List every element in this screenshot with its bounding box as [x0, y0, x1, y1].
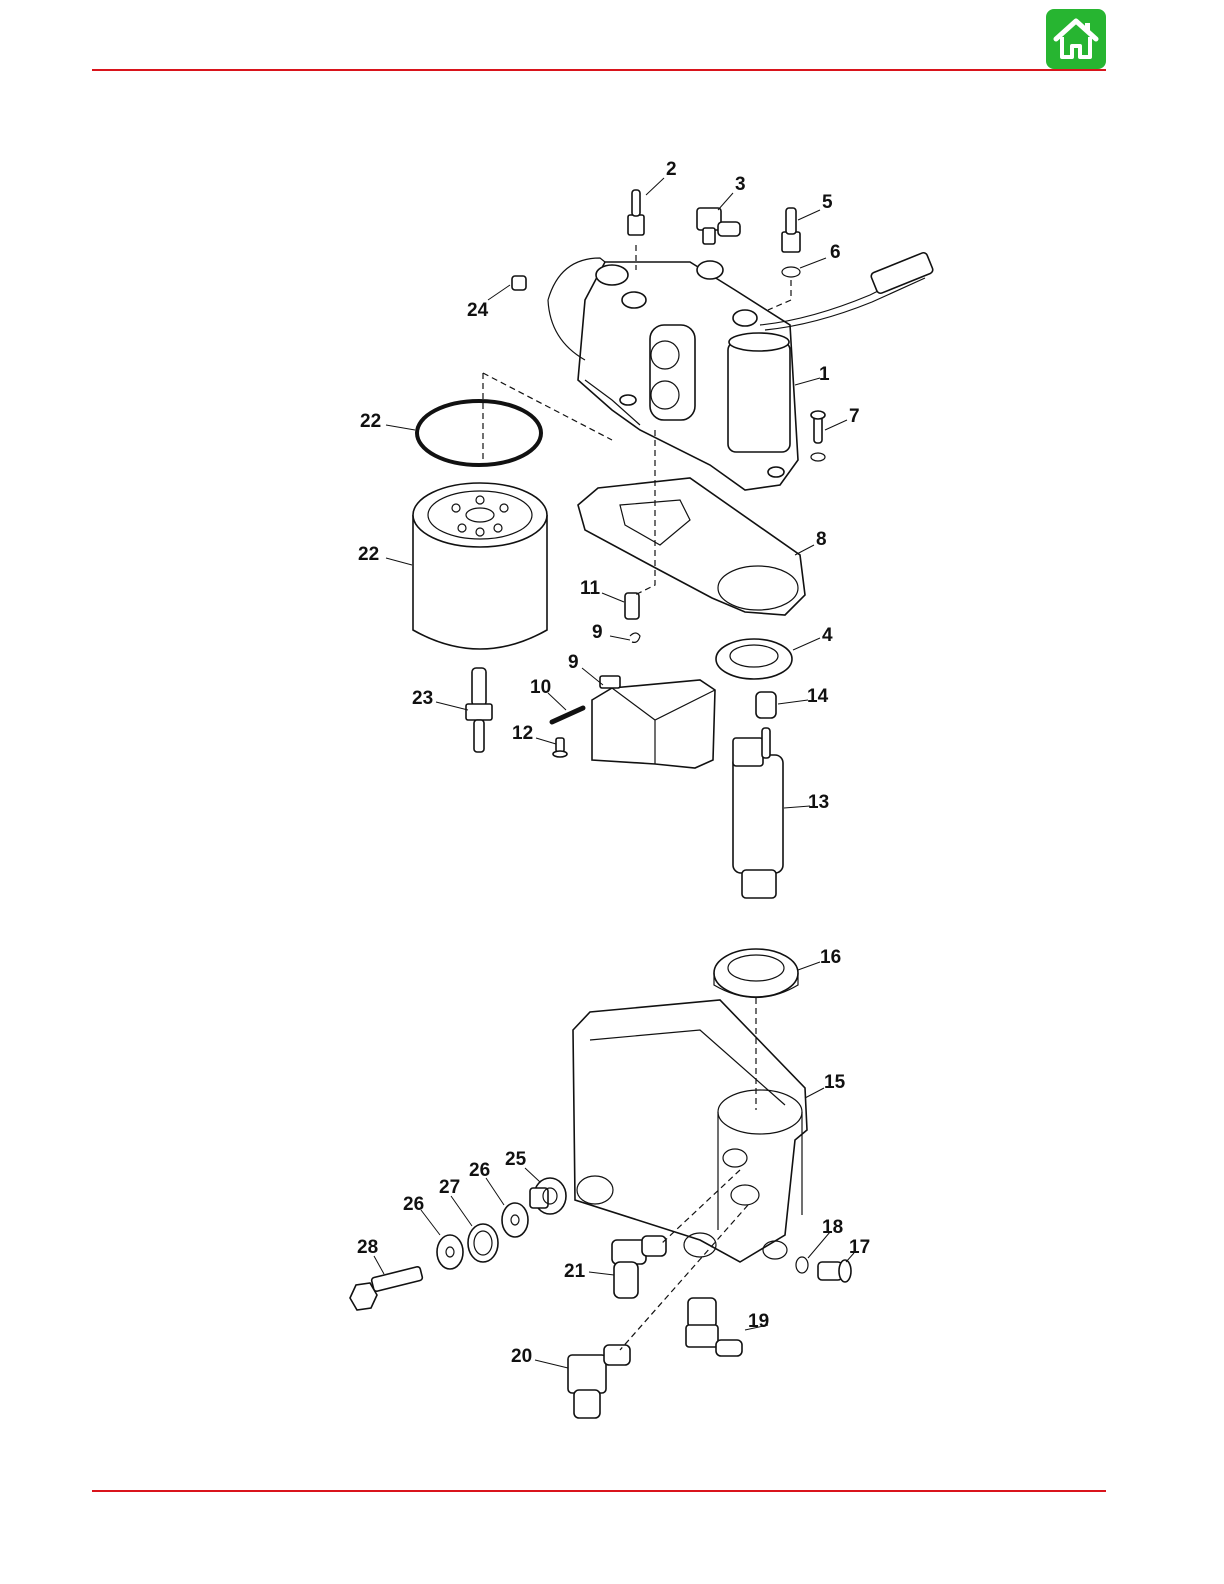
water-sensor-part-23	[466, 668, 492, 752]
callout: 6	[830, 242, 841, 263]
callout: 21	[564, 1261, 586, 1282]
callout: 22	[358, 544, 379, 565]
fitting-part-5	[782, 208, 800, 252]
callout: 18	[822, 1217, 843, 1238]
screw-part-7	[811, 411, 825, 461]
callout: 5	[822, 192, 833, 213]
drain-plug-part-17	[818, 1260, 851, 1282]
callout: 3	[735, 174, 746, 195]
o-ring-part-6	[782, 267, 800, 277]
elbow-part-20	[568, 1345, 630, 1418]
callout: 9	[592, 622, 603, 643]
screw-part-12	[553, 738, 567, 757]
elbow-part-3	[697, 208, 740, 244]
callout: 27	[439, 1177, 460, 1198]
o-ring-part-18	[796, 1257, 808, 1273]
fuel-filter-part-22	[413, 483, 547, 649]
washer-part-26	[502, 1203, 528, 1237]
callout: 12	[512, 723, 533, 744]
wire-harness-part	[760, 252, 934, 330]
pin-part-10	[552, 708, 583, 722]
seal-part-16	[714, 949, 798, 998]
callout: 11	[580, 578, 601, 599]
valve-part-11	[625, 593, 639, 619]
fitting-part-2	[628, 190, 644, 235]
callout: 25	[505, 1149, 527, 1170]
fitting-part-25	[530, 1178, 566, 1214]
callout: 13	[808, 792, 829, 813]
callout: 7	[849, 406, 860, 427]
clip-part-9	[630, 633, 640, 642]
elbow-part-21	[612, 1236, 666, 1298]
callout: 17	[849, 1237, 870, 1258]
callout: 10	[530, 677, 551, 698]
callout: 26	[469, 1160, 490, 1181]
elbow-part-19	[686, 1298, 742, 1356]
callout: 23	[412, 688, 433, 709]
float-bowl-part-15	[573, 1000, 807, 1262]
callout: 14	[807, 686, 829, 707]
pump-cover-part-9	[592, 676, 715, 768]
gasket-part-8	[578, 478, 805, 615]
callout: 1	[819, 364, 830, 385]
callout: 24	[467, 300, 489, 321]
electric-fuel-pump-part-13	[733, 728, 783, 898]
callout: 22	[360, 411, 381, 432]
plug-part-24	[512, 276, 526, 290]
sleeve-part-14	[756, 692, 776, 718]
screen-part-27	[468, 1224, 498, 1262]
washer-part-26b	[437, 1235, 463, 1269]
callout: 16	[820, 947, 841, 968]
callout: 9	[568, 652, 579, 673]
callout: 26	[403, 1194, 424, 1215]
callout: 20	[511, 1346, 532, 1367]
callout: 19	[748, 1311, 769, 1332]
callout: 8	[816, 529, 827, 550]
callout: 2	[666, 159, 677, 180]
callout: 15	[824, 1072, 846, 1093]
seal-part-4	[716, 639, 792, 679]
o-ring-part-22	[417, 401, 541, 465]
callout: 28	[357, 1237, 378, 1258]
fuel-pump-housing-part	[548, 258, 798, 490]
callout: 4	[822, 625, 833, 646]
bolt-part-28	[350, 1266, 423, 1310]
